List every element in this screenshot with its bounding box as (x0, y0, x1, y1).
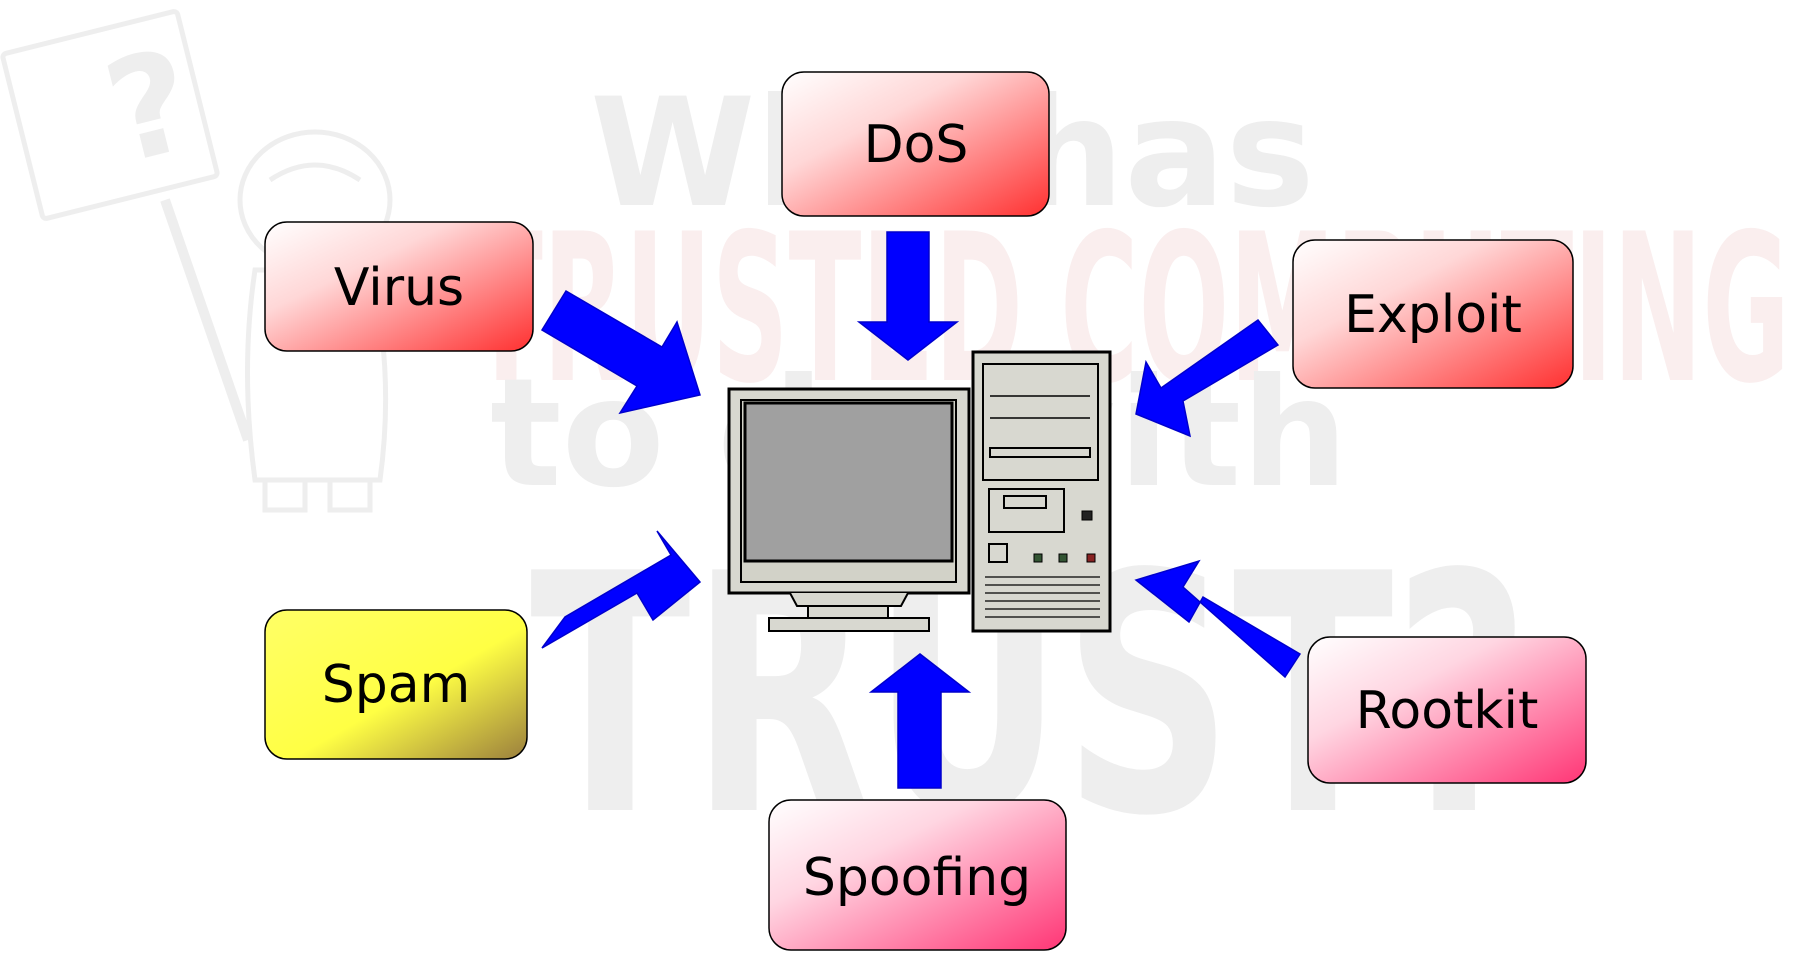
arrows (540, 231, 1302, 789)
node-rootkit: Rootkit (1307, 636, 1587, 784)
node-spam-label: Spam (322, 655, 471, 715)
node-spoofing: Spoofing (768, 799, 1067, 951)
arrow-spam (541, 530, 702, 649)
node-virus: Virus (264, 221, 534, 352)
node-virus-label: Virus (334, 258, 464, 318)
arrow-dos (856, 231, 960, 361)
tower-icon (971, 350, 1112, 633)
node-exploit-label: Exploit (1344, 285, 1522, 345)
arrow-virus (540, 289, 701, 415)
watermark-sign-mark: ? (91, 19, 209, 197)
arrow-exploit (1135, 318, 1280, 438)
node-dos: DoS (781, 71, 1050, 217)
node-dos-label: DoS (864, 115, 969, 175)
node-spoofing-label: Spoofing (803, 848, 1031, 908)
monitor-icon (727, 387, 971, 632)
arrow-spoofing (868, 653, 972, 789)
node-rootkit-label: Rootkit (1356, 681, 1539, 741)
arrow-rootkit (1134, 559, 1302, 679)
node-exploit: Exploit (1292, 239, 1574, 389)
desktop-computer-icon (727, 350, 1112, 633)
node-spam: Spam (264, 609, 528, 760)
